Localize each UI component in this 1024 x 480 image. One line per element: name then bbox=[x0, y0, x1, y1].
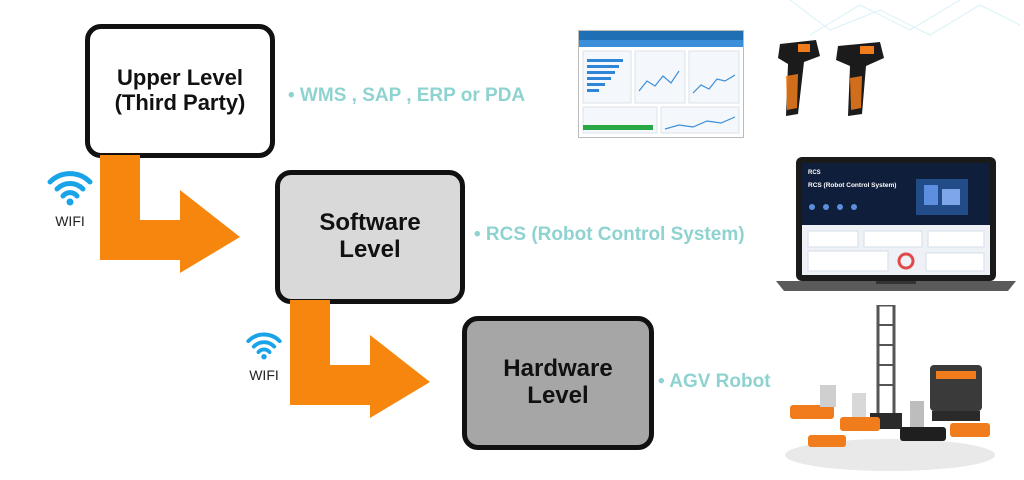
rcs-laptop-image: RCS RCS (Robot Control System) bbox=[776, 157, 1016, 291]
upper-level-box: Upper Level (Third Party) bbox=[85, 24, 275, 158]
software-level-label: Software Level bbox=[319, 209, 421, 263]
hardware-level-label: Hardware Level bbox=[503, 355, 613, 409]
arrow-shape bbox=[290, 300, 430, 418]
wifi-label: WIFI bbox=[55, 213, 85, 229]
software-level-description: • RCS (Robot Control System) bbox=[474, 224, 745, 245]
scanner-icon bbox=[836, 42, 884, 116]
flow-arrow-software-to-hardware bbox=[290, 300, 430, 418]
hardware-level-box: Hardware Level bbox=[462, 316, 654, 450]
flow-arrow-upper-to-software bbox=[100, 155, 240, 273]
wms-dashboard-image bbox=[578, 30, 744, 138]
wifi-icon bbox=[47, 171, 93, 206]
scanner-icon bbox=[778, 40, 820, 116]
decorative-network-pattern bbox=[789, 0, 1020, 36]
wifi-icon bbox=[246, 332, 282, 360]
laptop-screen-title: RCS (Robot Control System) bbox=[808, 182, 896, 189]
robot-machine-icon bbox=[930, 365, 982, 421]
upper-level-label: Upper Level (Third Party) bbox=[114, 65, 246, 115]
wifi-label: WIFI bbox=[249, 367, 279, 383]
robot-tower-icon bbox=[870, 305, 902, 429]
wifi-link-1: WIFI bbox=[40, 168, 100, 229]
laptop-screen-brand: RCS bbox=[808, 170, 821, 176]
agv-robot-image bbox=[785, 305, 995, 471]
barcode-scanner-image bbox=[778, 40, 884, 116]
hardware-level-description: • AGV Robot bbox=[658, 371, 771, 392]
wifi-link-2: WIFI bbox=[236, 330, 292, 383]
arrow-shape bbox=[100, 155, 240, 273]
dashboard-illustration bbox=[579, 31, 743, 134]
agv-robot-icon bbox=[790, 385, 990, 447]
upper-level-description: • WMS , SAP , ERP or PDA bbox=[288, 85, 526, 106]
software-level-box: Software Level bbox=[275, 170, 465, 304]
